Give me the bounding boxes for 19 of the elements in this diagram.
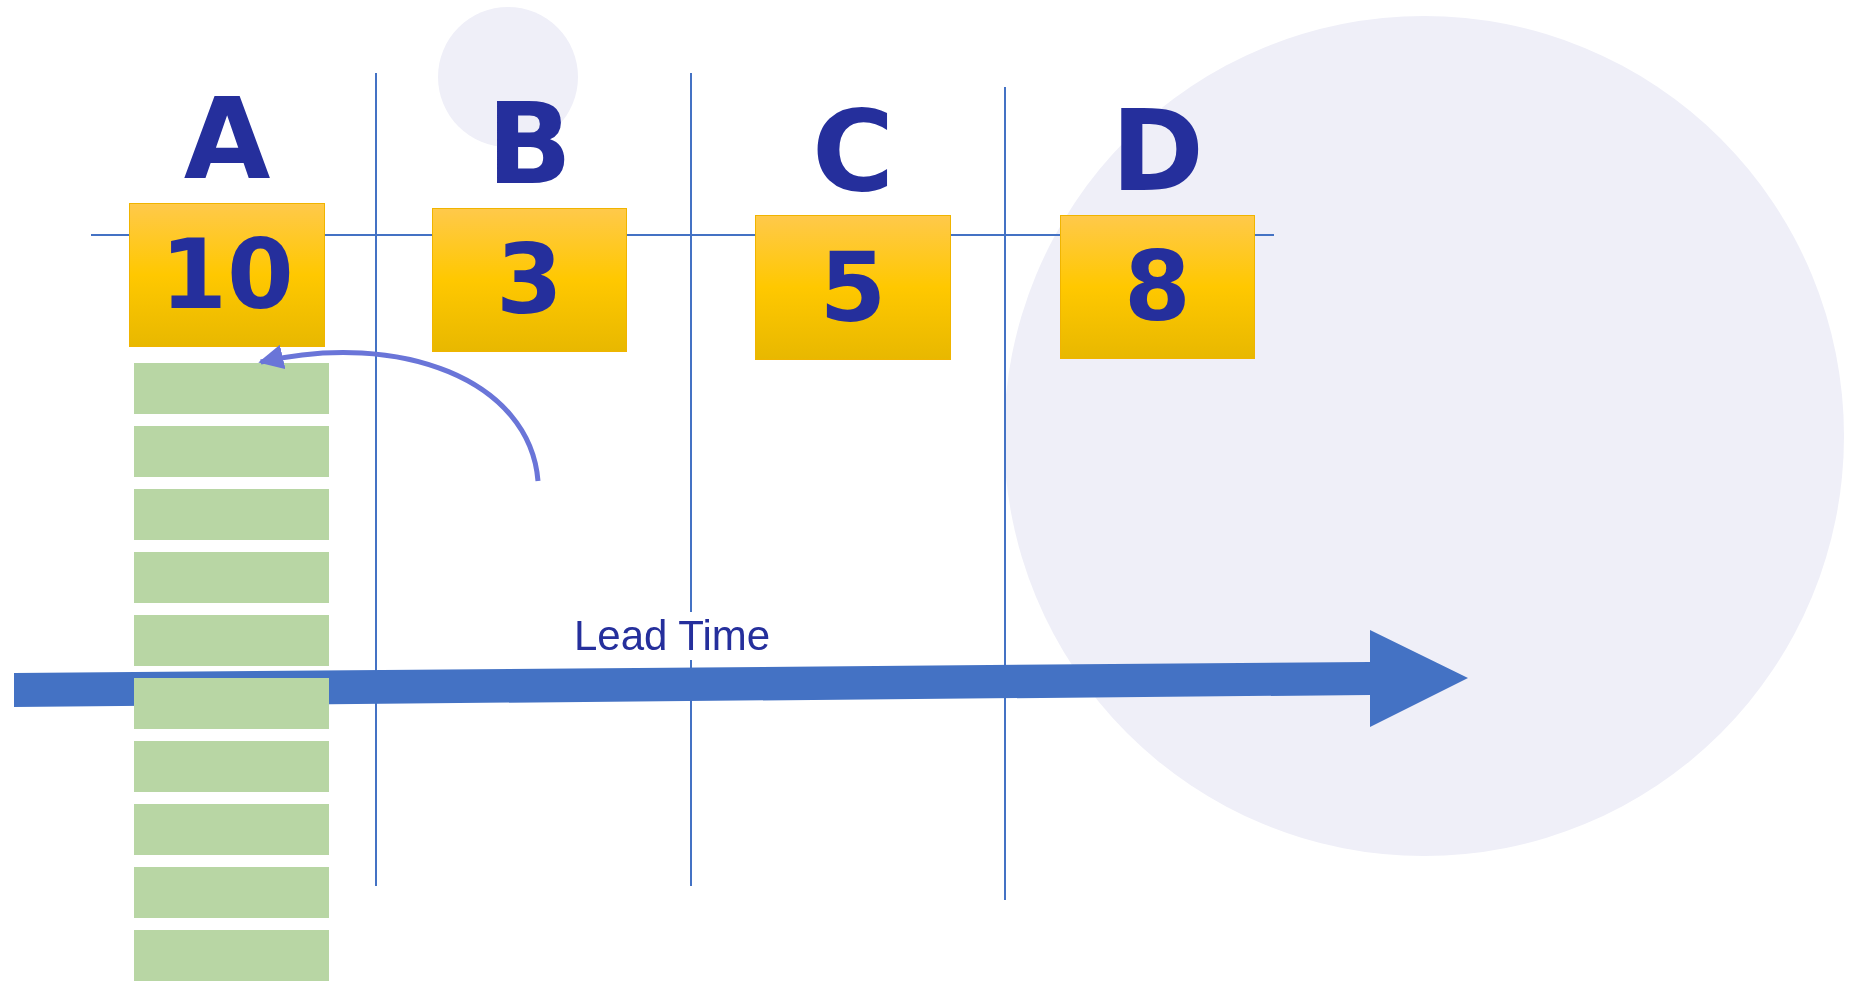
wip-limit-number: 10 — [160, 227, 294, 323]
task-card — [134, 615, 329, 666]
column-header: D — [1110, 95, 1205, 207]
task-card — [134, 804, 329, 855]
column-header: B — [485, 88, 574, 200]
task-card — [134, 867, 329, 918]
task-card — [134, 489, 329, 540]
task-card — [134, 426, 329, 477]
wip-limit-number: 5 — [819, 239, 887, 336]
wip-limit-number: 3 — [496, 232, 563, 328]
column-header: C — [810, 95, 896, 207]
task-card — [134, 678, 329, 729]
column-header: A — [182, 83, 272, 195]
task-card — [134, 930, 329, 981]
task-card — [134, 363, 329, 414]
wip-limit-number: 8 — [1124, 239, 1191, 335]
task-card — [134, 741, 329, 792]
arrow — [258, 345, 541, 482]
task-card — [134, 552, 329, 603]
